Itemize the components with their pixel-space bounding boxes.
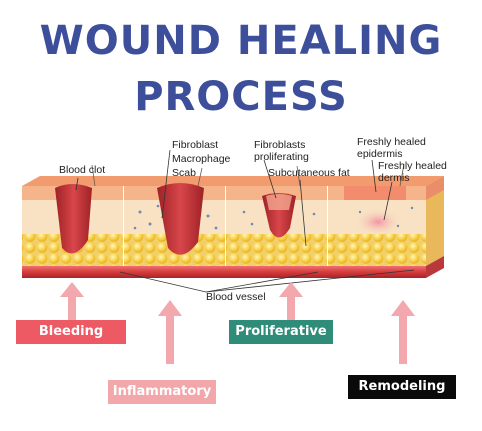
badge-proliferative: Proliferative [229,320,333,344]
label-blood-clot: Blood clot [59,164,106,176]
label-freshly-healed-epidermis-2: epidermis [357,148,403,160]
skin-top-face [22,176,444,186]
skin-block-4 [328,186,426,266]
label-freshly-healed-epidermis-1: Freshly healed [357,136,426,148]
label-freshly-healed-dermis-1: Freshly healed [378,160,447,172]
page-title-line-2: PROCESS [134,74,348,120]
remodeling-arrow [391,300,415,364]
badge-inflammatory: Inflammatory [108,380,216,404]
label-scab: Scab [172,167,196,179]
inflammatory-arrow [158,300,182,364]
label-macrophage: Macrophage [172,153,231,165]
scab-wound [157,183,204,255]
label-freshly-healed-dermis-2: dermis [378,172,410,184]
page-title-line-1: WOUND HEALING [39,18,443,64]
label-blood-vessel: Blood vessel [206,291,266,303]
healed-epidermis-area [344,186,406,200]
badge-bleeding: Bleeding [16,320,126,344]
hair-strands [91,163,405,187]
badge-remodeling: Remodeling [348,375,456,399]
label-fibroblasts-proliferating-1: Fibroblasts [254,139,306,151]
cell-specks [133,204,414,230]
healed-dermis-area [354,208,402,236]
skin-side-face [426,176,444,266]
proliferative-arrow [279,282,303,323]
label-fibroblast: Fibroblast [172,139,219,151]
blood-clot-wound [55,184,92,254]
label-subcutaneous-fat: Subcutaneous fat [268,167,350,179]
bleeding-arrow [60,282,84,323]
stage-arrows [60,282,415,364]
pointer-lines [75,149,415,293]
blood-vessel-shape [22,256,444,278]
label-fibroblasts-proliferating-2: proliferating [254,151,309,163]
